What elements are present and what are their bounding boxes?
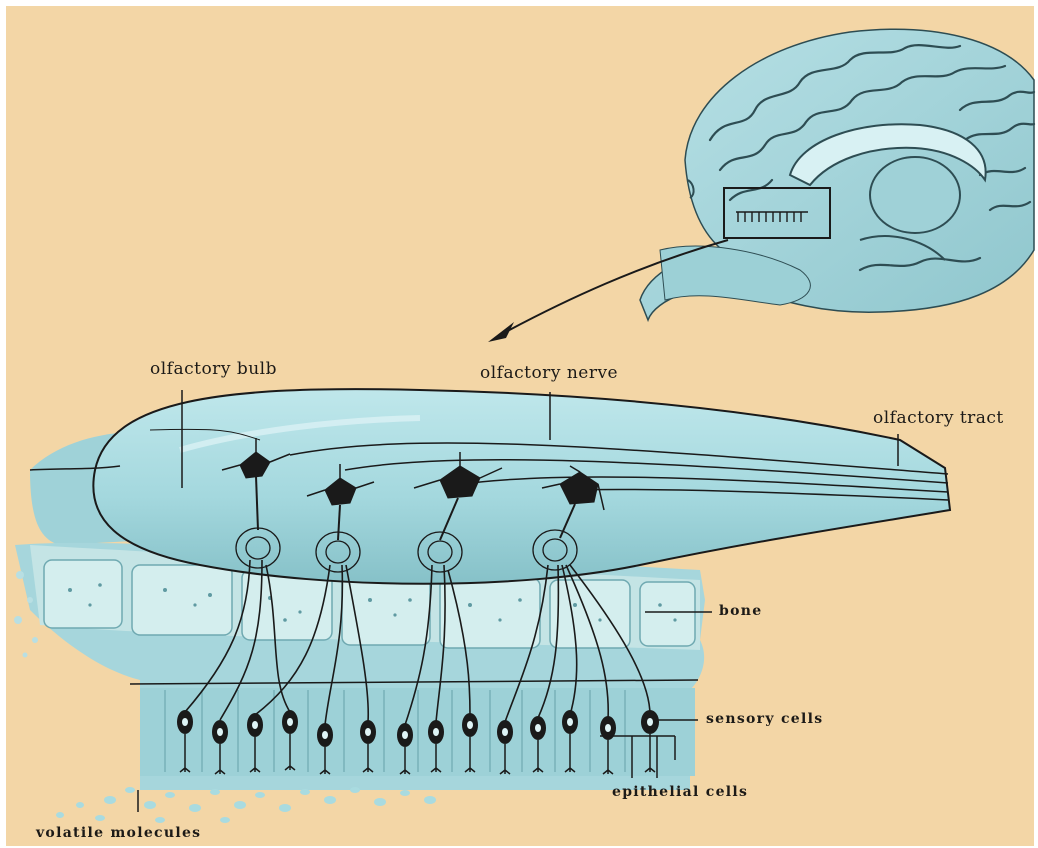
label-epithelial-cells: epithelial cells (612, 785, 748, 799)
label-olfactory-tract: olfactory tract (873, 410, 1004, 427)
label-olfactory-bulb: olfactory bulb (150, 361, 277, 378)
label-volatile-molecules: volatile molecules (36, 826, 201, 840)
label-olfactory-nerve: olfactory nerve (480, 365, 618, 382)
label-bone: bone (719, 604, 762, 618)
label-sensory-cells: sensory cells (706, 712, 823, 726)
